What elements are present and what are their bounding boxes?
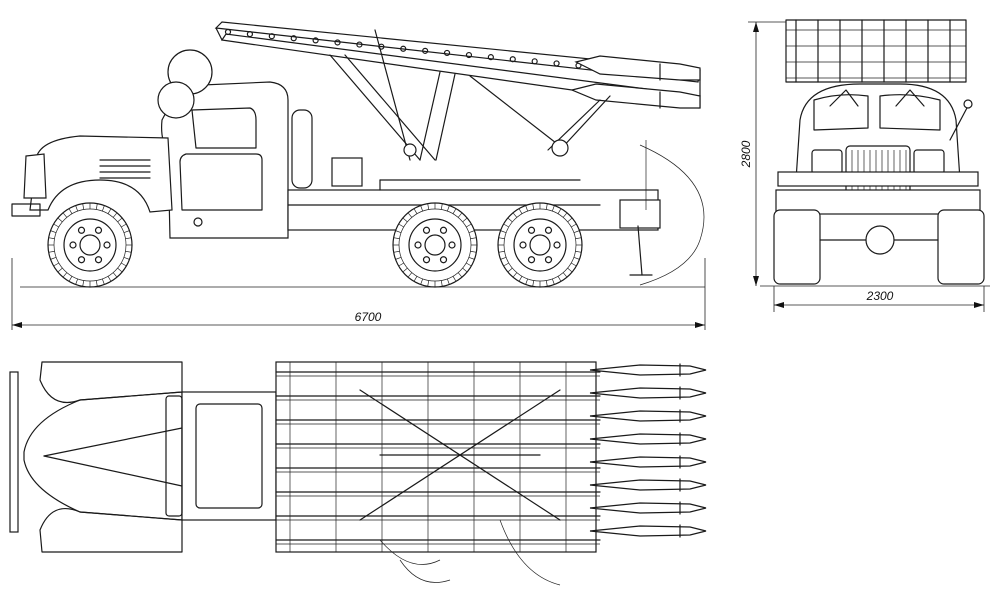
rear-bumper [619,199,661,229]
fender-right [39,508,183,553]
ammo-box [331,157,363,187]
front-wheel [47,202,133,288]
rear-wheel [497,202,583,288]
top-view [9,361,707,586]
top-cab-roof [181,391,277,521]
fuel-tank [291,109,313,189]
length-dimension-label: 6700 [355,310,382,324]
top-hood [23,391,183,521]
height-dimension: 2800 [739,21,786,286]
fender-left [39,361,183,404]
headlight-right [913,149,945,175]
radiator-grille [23,153,47,199]
truck-chassis [287,109,661,276]
mirror-arm [949,105,969,141]
side-view: 6700 [11,21,706,330]
length-dimension: 6700 [11,258,706,330]
differential [865,225,895,255]
front-view: 2800 2300 [739,19,990,312]
jack-swing-arc [639,144,705,286]
launcher-support-truss [329,29,611,161]
top-launcher-body [275,361,597,553]
truck-hood [11,135,173,217]
height-dimension-label: 2800 [739,140,753,168]
front-tire-right [937,209,985,285]
headlight-left [811,149,843,175]
front-bumper [777,171,979,187]
rear-wheel [392,202,478,288]
launcher-front-grid [785,19,967,83]
windshield-right [879,94,941,131]
rocket [574,55,701,81]
width-dimension-label: 2300 [866,289,894,303]
windshield-left [813,94,869,131]
stabilizer-jack [637,225,643,276]
bumper [11,203,41,217]
top-bumper [9,371,19,533]
truck-cab [157,49,289,239]
width-dimension: 2300 [773,286,985,312]
front-tire-left [773,209,821,285]
rocket [570,83,701,109]
